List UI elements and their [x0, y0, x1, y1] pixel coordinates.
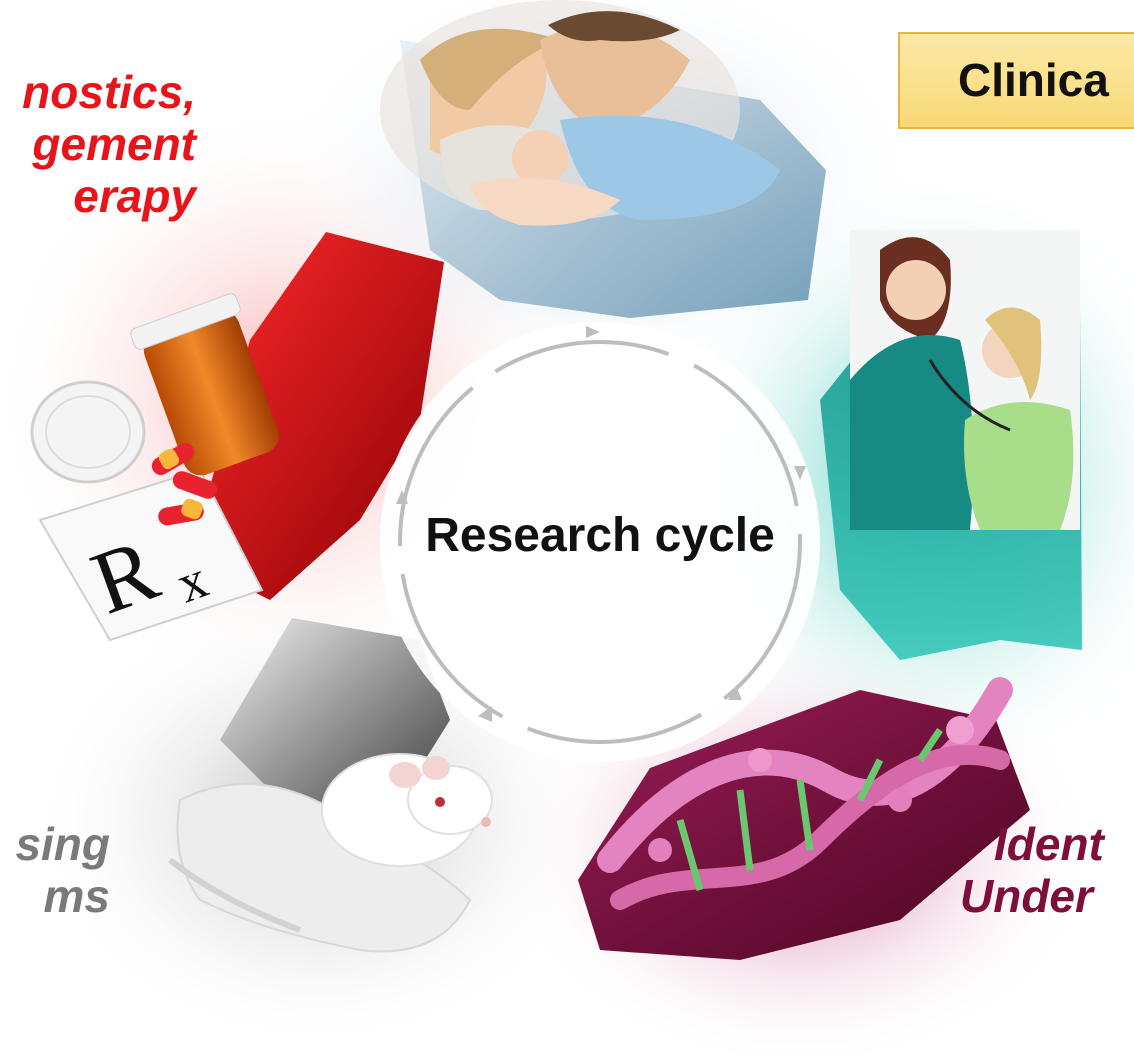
prescription-group: R x: [30, 293, 279, 642]
clinical-label: Clinica: [958, 54, 1109, 106]
clinical-box: Clinica: [898, 32, 1134, 129]
dna-helix: [597, 677, 1013, 910]
cycle-arrows: [396, 326, 806, 722]
doctor-child-photo: [850, 230, 1080, 530]
identify-label-line2: Under: [960, 870, 1093, 922]
family-photo: [380, 0, 780, 226]
therapy-label-line3: erapy: [73, 170, 196, 222]
therapy-label-line1: nostics,: [22, 66, 196, 118]
models-label-line1: sing: [15, 818, 110, 870]
pills: [151, 443, 218, 526]
mouse-in-hand: [168, 753, 493, 953]
therapy-label: nostics, gement erapy: [0, 66, 196, 222]
identify-label: Ident Under: [960, 818, 1104, 922]
models-label-line2: ms: [43, 870, 110, 922]
center-disk: [380, 322, 820, 762]
therapy-label-line2: gement: [32, 118, 196, 170]
segment-red: [190, 232, 444, 600]
identify-label-line1: Ident: [994, 818, 1104, 870]
models-label: sing ms: [0, 818, 110, 922]
center-title: Research cycle: [425, 509, 775, 562]
